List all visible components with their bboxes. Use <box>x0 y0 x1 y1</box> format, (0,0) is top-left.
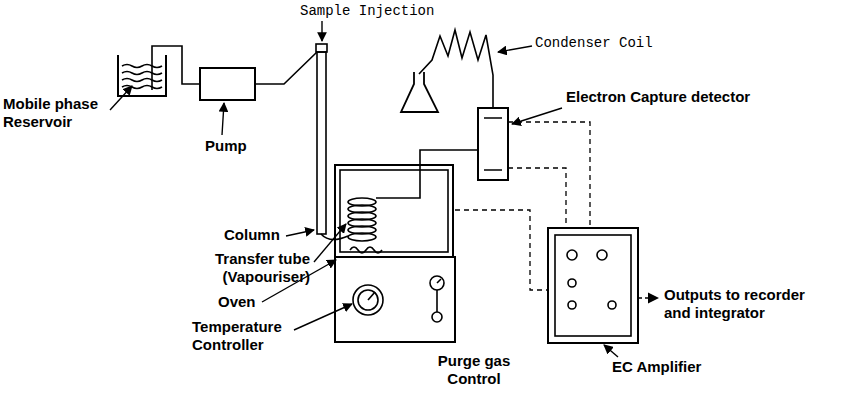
reservoir-beaker <box>122 86 162 89</box>
part-label: Purge gas Control <box>428 352 520 388</box>
leader-lines <box>498 46 532 52</box>
injection-port <box>316 44 327 52</box>
transfer-coil <box>348 233 376 241</box>
ec-amplifier-box <box>608 301 616 309</box>
controller-base <box>432 312 442 322</box>
transfer-line <box>376 150 478 198</box>
part-label: Temperature Controller <box>192 318 314 354</box>
leader-lines <box>604 345 618 357</box>
reservoir-beaker <box>122 72 162 75</box>
reservoir-beaker <box>118 55 166 96</box>
leader-lines <box>512 108 562 124</box>
pump-box <box>200 68 255 100</box>
supply-tube <box>152 46 200 90</box>
part-label: Mobile phase Reservoir <box>3 95 115 131</box>
leader-lines <box>314 224 346 262</box>
controller-base <box>436 290 438 312</box>
controller-base <box>335 257 455 342</box>
controller-base <box>353 285 383 315</box>
pump-outlet-tube <box>255 52 317 84</box>
reservoir-beaker <box>118 55 166 96</box>
detector-cell <box>478 108 508 180</box>
part-label: Electron Capture detector <box>566 88 750 106</box>
part-label: Sample Injection <box>300 2 434 20</box>
reservoir-beaker <box>122 79 162 82</box>
oven-box <box>340 170 448 252</box>
output-arrow <box>638 297 658 299</box>
ec-amplifier-box <box>555 235 631 336</box>
heater-element <box>350 247 382 253</box>
column-tube <box>317 52 326 234</box>
signal-wires <box>455 122 590 290</box>
part-label: Column <box>224 226 280 244</box>
transfer-coil <box>348 198 376 241</box>
controller-base <box>358 290 378 310</box>
leader-lines <box>286 230 314 236</box>
ec-amplifier-box <box>568 279 576 287</box>
controller-base <box>437 279 441 283</box>
detector-cell <box>484 118 502 170</box>
reservoir-beaker <box>122 65 162 68</box>
ec-amplifier-box <box>568 301 576 309</box>
leader-lines <box>321 21 322 41</box>
oven-box <box>335 165 453 257</box>
part-label: Pump <box>205 137 247 155</box>
signal-wires <box>508 122 590 228</box>
part-label: Transfer tube (Vapouriser) <box>185 250 310 286</box>
controller-base <box>430 276 444 290</box>
apparatus-drawing <box>110 21 658 357</box>
ec-amplifier-box <box>567 250 577 260</box>
detector-cell <box>478 108 508 180</box>
controller-base <box>335 257 455 342</box>
collection-flask <box>401 72 438 112</box>
ec-amplifier-box <box>597 250 607 260</box>
part-label: Outputs to recorder and integrator <box>664 286 829 322</box>
controller-base <box>368 292 375 300</box>
signal-wires <box>455 210 548 290</box>
ec-amplifier-box <box>548 228 638 343</box>
signal-wires <box>508 168 566 228</box>
leader-lines <box>110 86 132 110</box>
part-label: Condenser Coil <box>535 34 653 52</box>
leader-lines <box>110 21 618 357</box>
leader-lines <box>294 304 352 330</box>
oven-box <box>335 165 453 257</box>
part-label: Oven <box>218 293 256 311</box>
part-label: EC Amplifier <box>612 358 701 376</box>
leader-lines <box>222 103 224 135</box>
ec-amplifier-box <box>548 228 638 343</box>
